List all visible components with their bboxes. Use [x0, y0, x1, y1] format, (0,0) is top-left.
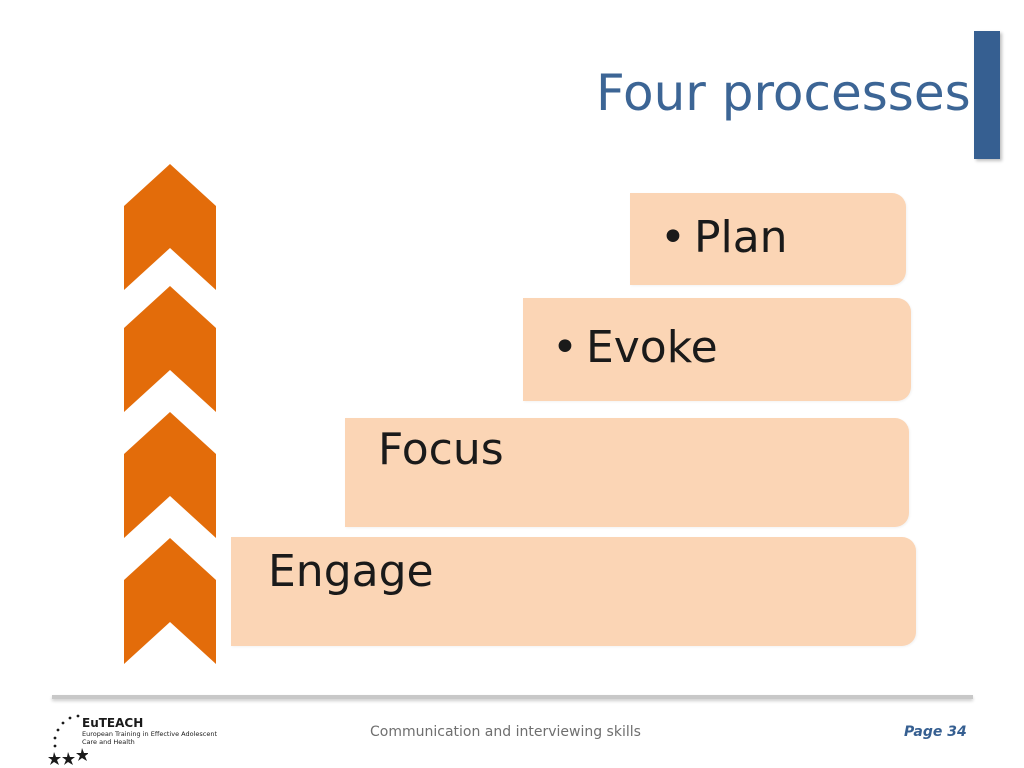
eu-stars-logo-icon: [48, 714, 88, 765]
step-focus-text: Focus: [378, 424, 504, 475]
step-evoke-text: Evoke: [585, 322, 718, 373]
eutaech-logo: EuTEACH European Training in Effective A…: [48, 708, 238, 766]
logo-subtitle: European Training in Effective Adolescen…: [82, 730, 218, 746]
logo-name: EuTEACH: [82, 716, 144, 730]
accent-bar: [974, 31, 1000, 159]
chevron-up-icon: [124, 164, 216, 290]
step-focus-label: Focus: [378, 424, 504, 475]
step-plan-label: •Plan: [660, 212, 788, 263]
step-engage-text: Engage: [268, 546, 434, 597]
step-evoke-label: •Evoke: [552, 322, 718, 373]
chevron-up-icon: [124, 286, 216, 412]
chevron-up-icon: [124, 538, 216, 664]
chevron-up-icon: [124, 412, 216, 538]
bullet: •: [660, 212, 686, 263]
step-evoke: [523, 298, 911, 401]
slide-title: Four processes: [596, 64, 971, 122]
chevron-stack: [124, 164, 216, 664]
step-plan-text: Plan: [693, 212, 788, 263]
page-number: Page 34: [904, 724, 967, 740]
step-engage: [231, 537, 916, 646]
bullet: •: [552, 322, 578, 373]
footer-divider: [52, 695, 973, 699]
step-focus: [345, 418, 909, 527]
footer-course-title: Communication and interviewing skills: [370, 724, 641, 740]
step-engage-label: Engage: [268, 546, 434, 597]
step-plan: [630, 193, 906, 285]
